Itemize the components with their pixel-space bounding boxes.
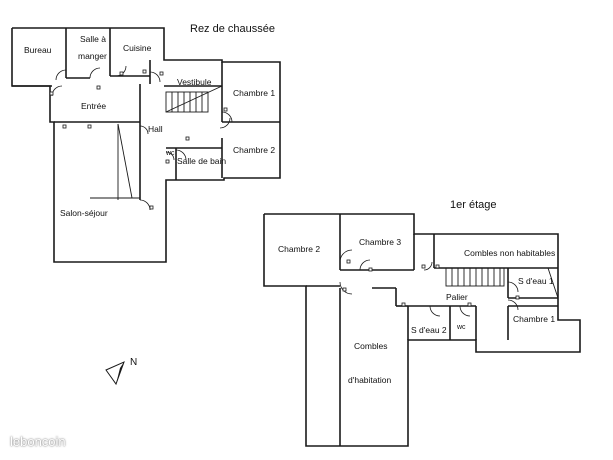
room-label-salon-sejour: Salon-séjour [60,208,108,218]
room-label-chambre-2: Chambre 2 [233,145,276,155]
room-label-combles-1: Combles [354,341,388,351]
room-label-combles-non-habitables: Combles non habitables [464,248,556,258]
room-label-vestibule: Vestibule [177,77,212,87]
room-label-chambre-1-upper: Chambre 1 [513,314,556,324]
first-floor-plan [263,213,581,447]
room-label-wc: wc [166,150,175,157]
room-label-s-deau-1: S d'eau 1 [518,276,554,286]
ground-floor-plan [11,27,281,263]
room-label-s-deau-2: S d'eau 2 [411,325,447,335]
room-label-combles-2: d'habitation [348,375,392,385]
room-label-wc-upper: wc [457,324,466,331]
room-label-salle-a-manger-1: Salle à [80,34,106,44]
room-label-chambre-2-upper: Chambre 2 [278,244,321,254]
room-label-salle-a-manger-2: manger [78,51,107,61]
ground-floor-title: Rez de chaussée [190,23,275,35]
room-label-palier: Palier [446,292,468,302]
north-label: N [130,357,138,368]
room-label-cuisine: Cuisine [123,43,152,53]
room-label-bureau: Bureau [24,45,52,55]
north-arrow-icon [105,361,125,386]
room-label-chambre-1: Chambre 1 [233,88,276,98]
room-label-hall: Hall [148,124,163,134]
room-label-chambre-3: Chambre 3 [359,237,402,247]
watermark: leboncoin [10,434,66,449]
room-label-entree: Entrée [81,101,107,111]
room-label-salle-de-bain: Salle de bain [177,156,227,166]
first-floor-title: 1er étage [450,199,497,211]
